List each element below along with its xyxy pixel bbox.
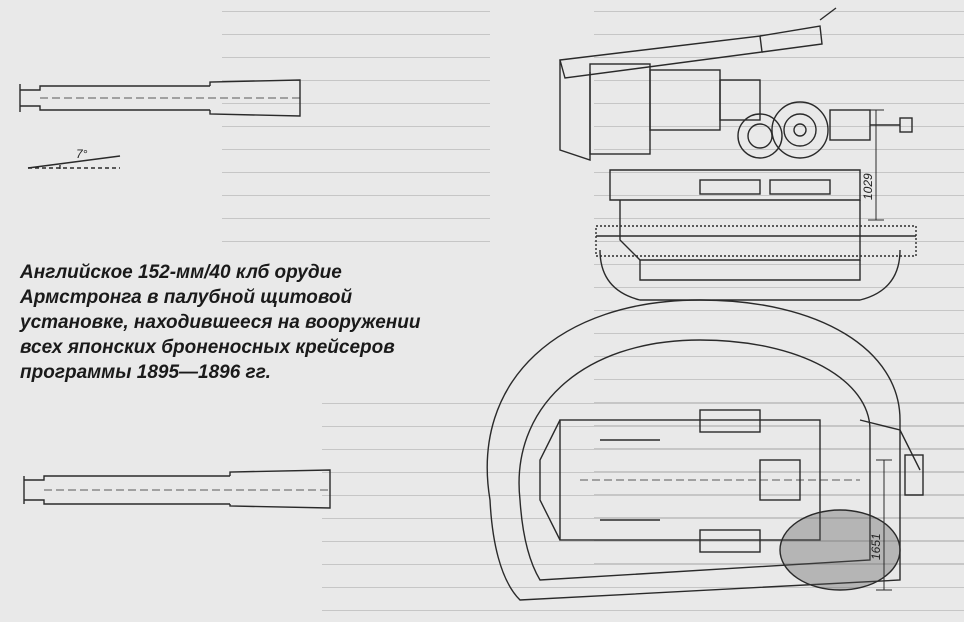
background-text-line	[594, 184, 964, 196]
background-text-line	[322, 576, 964, 588]
height-bottom-label: 1651	[869, 533, 883, 560]
background-text-line	[594, 23, 964, 35]
background-text-line	[322, 507, 964, 519]
barrel-bottom-view	[23, 469, 331, 509]
background-text-line	[594, 276, 964, 288]
background-text-line	[222, 115, 490, 127]
figure-caption: Английское 152-мм/40 клб орудие Армстрон…	[14, 256, 466, 389]
background-text-line	[222, 207, 490, 219]
background-text-line	[222, 138, 490, 150]
background-text-line	[594, 483, 964, 495]
background-text-line	[222, 69, 490, 81]
background-text-line	[594, 391, 964, 403]
background-text-line	[594, 460, 964, 472]
barrel-top-view	[19, 79, 301, 117]
mount-plan-view	[486, 299, 924, 601]
background-text-line	[222, 92, 490, 104]
angle-marker	[27, 155, 121, 170]
background-text-line	[594, 506, 964, 518]
background-text-line	[222, 161, 490, 173]
background-text-left	[222, 0, 490, 253]
background-text-line	[594, 437, 964, 449]
background-text-line	[222, 46, 490, 58]
background-text-line	[594, 414, 964, 426]
background-text-line	[594, 345, 964, 357]
background-text-line	[322, 484, 964, 496]
background-text-line	[594, 46, 964, 58]
background-text-line	[594, 115, 964, 127]
background-text-right	[594, 0, 964, 575]
background-text-line	[322, 415, 964, 427]
background-text-line	[322, 461, 964, 473]
background-text-line	[594, 161, 964, 173]
background-text-line	[322, 553, 964, 565]
background-text-line	[222, 184, 490, 196]
background-text-line	[322, 438, 964, 450]
background-text-line	[594, 253, 964, 265]
background-text-line	[322, 392, 964, 404]
height-top-label: 1029	[861, 173, 875, 200]
background-text-line	[594, 552, 964, 564]
background-text-line	[594, 69, 964, 81]
background-text-line	[594, 0, 964, 12]
angle-label: 7°	[76, 147, 88, 161]
background-text-line	[594, 299, 964, 311]
background-text-line	[222, 0, 490, 12]
background-text-line	[594, 207, 964, 219]
background-text-line	[322, 530, 964, 542]
background-text-line	[594, 368, 964, 380]
background-text-line	[222, 23, 490, 35]
background-text-line	[594, 322, 964, 334]
background-text-line	[222, 230, 490, 242]
background-text-line	[594, 92, 964, 104]
background-text-line	[594, 230, 964, 242]
mount-side-view	[559, 7, 917, 301]
